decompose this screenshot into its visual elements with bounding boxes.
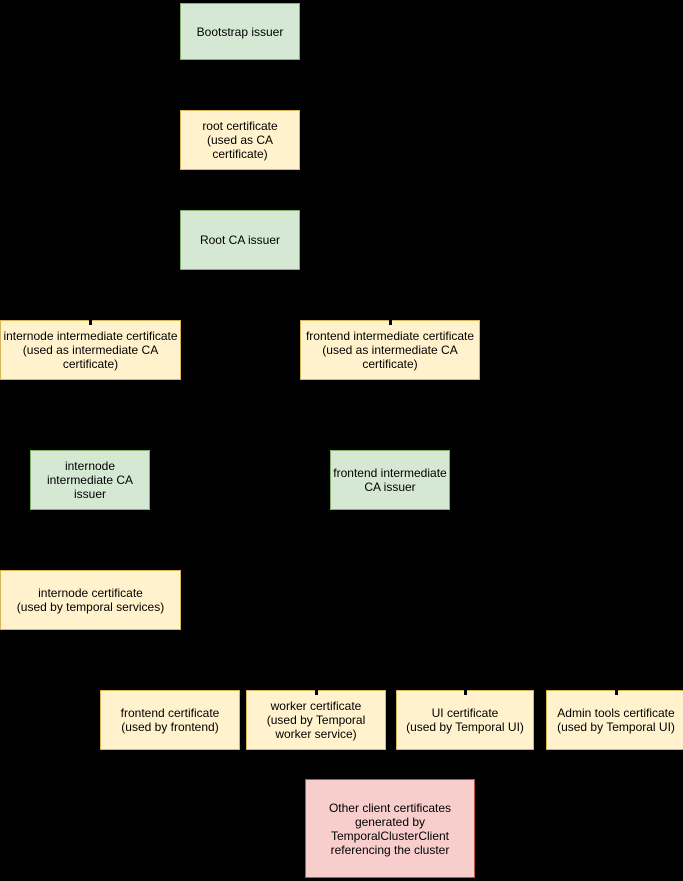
node-frontend-intermediate-certificate: frontend intermediate certificate (used … (300, 320, 480, 380)
node-label: Other client certificates generated by T… (328, 800, 452, 857)
node-ui-certificate: UI certificate (used by Temporal UI) (396, 690, 534, 750)
node-label: frontend certificate (used by frontend) (120, 706, 220, 734)
node-other-client-certificates: Other client certificates generated by T… (305, 779, 475, 878)
node-root-certificate: root certificate (used as CA certificate… (180, 110, 300, 170)
node-internode-intermediate-ca-issuer: internode intermediate CA issuer (30, 450, 150, 510)
node-label: frontend intermediate CA issuer (333, 466, 447, 494)
node-frontend-intermediate-ca-issuer: frontend intermediate CA issuer (330, 450, 450, 510)
node-label: Root CA issuer (199, 233, 281, 247)
arrowhead-icon (614, 690, 618, 695)
node-frontend-certificate: frontend certificate (used by frontend) (100, 690, 240, 750)
node-label: worker certificate (used by Temporal wor… (266, 699, 366, 741)
arrowhead-icon (463, 690, 467, 695)
node-admin-tools-certificate: Admin tools certificate (used by Tempora… (546, 690, 683, 750)
node-label: internode intermediate certificate (used… (3, 329, 178, 371)
node-label: root certificate (used as CA certificate… (202, 119, 278, 161)
node-label: Admin tools certificate (used by Tempora… (557, 706, 675, 734)
node-root-ca-issuer: Root CA issuer (180, 210, 300, 270)
node-label: internode certificate (used by temporal … (16, 586, 165, 614)
node-label: Bootstrap issuer (196, 24, 284, 39)
arrowhead-icon (89, 320, 92, 325)
node-internode-certificate: internode certificate (used by temporal … (0, 570, 181, 630)
node-worker-certificate: worker certificate (used by Temporal wor… (246, 690, 386, 750)
arrowhead-icon (388, 320, 392, 325)
node-label: frontend intermediate certificate (used … (305, 329, 475, 371)
node-bootstrap-issuer: Bootstrap issuer (180, 3, 300, 60)
arrowhead-icon (314, 690, 318, 695)
node-label: internode intermediate CA issuer (46, 459, 134, 501)
node-label: UI certificate (used by Temporal UI) (406, 706, 524, 734)
node-internode-intermediate-certificate: internode intermediate certificate (used… (0, 320, 181, 380)
